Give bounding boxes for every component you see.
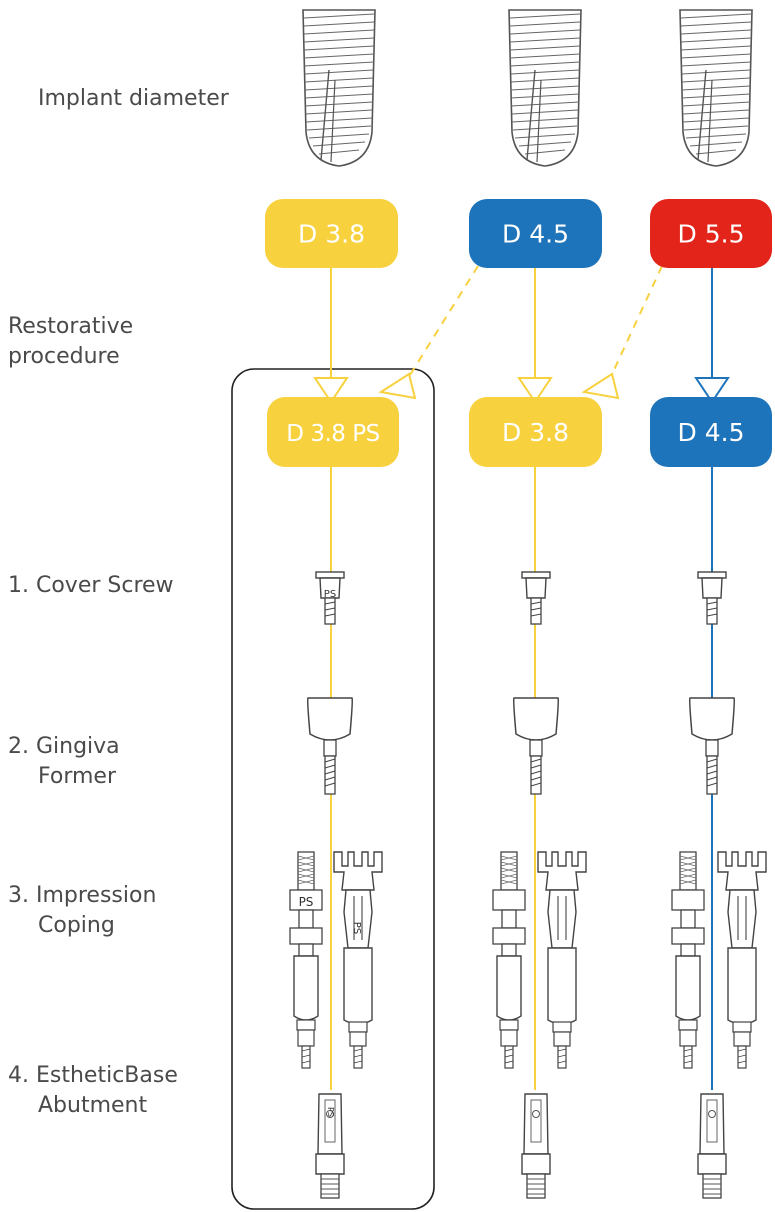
label-esthetic-line1: 4. EstheticBase <box>8 1063 178 1088</box>
procedure-badge-0 <box>267 397 399 467</box>
implant-d55-drawing <box>679 9 753 167</box>
procedure-badge-1 <box>469 397 602 467</box>
label-impression-line1: 3. Impression <box>8 883 157 908</box>
label-impression-line2: Coping <box>38 913 115 938</box>
arrow-side-0 <box>378 372 417 400</box>
implant-badges: D 3.8 D 4.5 D 5.5 <box>265 199 772 268</box>
dashed-connector-0 <box>404 265 479 384</box>
esthetic-abutment-d45 <box>697 1093 727 1199</box>
label-esthetic-line2: Abutment <box>38 1093 148 1118</box>
arrow-down-1 <box>517 377 553 404</box>
esthetic-abutment-d38 <box>521 1093 551 1199</box>
cover-screw-d38 <box>521 571 551 625</box>
impression-coping-closed-ps <box>333 851 383 1069</box>
dashed-connector-1 <box>607 265 663 384</box>
label-restorative-line2: procedure <box>8 344 120 369</box>
gingiva-former-d45 <box>689 697 735 795</box>
implant-badge-0 <box>265 199 398 268</box>
implant-badge-label-0: D 3.8 <box>298 220 365 249</box>
impression-coping-open-d45 <box>671 851 705 1069</box>
label-restorative-line1: Restorative <box>8 314 134 339</box>
label-restorative-procedure: Restorative procedure <box>8 312 133 372</box>
implant-badge-1 <box>469 199 602 268</box>
label-impression-coping: 3. Impression Coping <box>8 881 156 941</box>
arrow-down-0 <box>313 377 349 404</box>
procedure-badge-label-2: D 4.5 <box>678 418 745 447</box>
label-gingiva-line1: 2. Gingiva <box>8 734 120 759</box>
label-implant-diameter: Implant diameter <box>38 86 229 111</box>
implant-badge-2 <box>650 199 772 268</box>
procedure-badge-2 <box>650 397 772 467</box>
procedure-badge-label-0: D 3.8 PS <box>286 421 379 447</box>
components-col-ps: PS PS PS PS <box>289 571 383 1199</box>
cover-screw-ps-mark: PS <box>324 589 336 600</box>
implant-badge-label-2: D 5.5 <box>678 220 745 249</box>
impression-coping-closed-d38 <box>537 851 587 1069</box>
coping-closed-ps-mark: PS <box>351 922 362 934</box>
impression-coping-closed-d45 <box>717 851 767 1069</box>
label-esthetic-abutment: 4. EstheticBase Abutment <box>8 1061 178 1121</box>
procedure-badge-label-1: D 3.8 <box>502 418 569 447</box>
ps-highlight-frame <box>231 368 435 1210</box>
arrow-down-2 <box>694 377 730 404</box>
implant-d45-drawing <box>508 9 582 167</box>
label-gingiva-former: 2. Gingiva Former <box>8 732 120 792</box>
impression-coping-open-d38 <box>492 851 526 1069</box>
label-gingiva-line2: Former <box>38 764 116 789</box>
impression-coping-open-ps <box>289 851 323 1069</box>
abutment-ps-mark: PS <box>326 1107 335 1117</box>
cover-screw-d45 <box>697 571 727 625</box>
arrow-side-1 <box>581 372 620 400</box>
components-col-d45 <box>671 571 767 1199</box>
gingiva-former-ps <box>307 697 353 795</box>
gingiva-former-d38 <box>513 697 559 795</box>
implant-d38-drawing <box>302 9 376 167</box>
procedure-badges: D 3.8 PS D 3.8 D 4.5 <box>267 397 772 467</box>
coping-open-ps-mark: PS <box>299 895 314 909</box>
label-cover-screw: 1. Cover Screw <box>8 573 174 598</box>
components-col-d38 <box>492 571 587 1199</box>
implant-badge-label-1: D 4.5 <box>502 220 569 249</box>
